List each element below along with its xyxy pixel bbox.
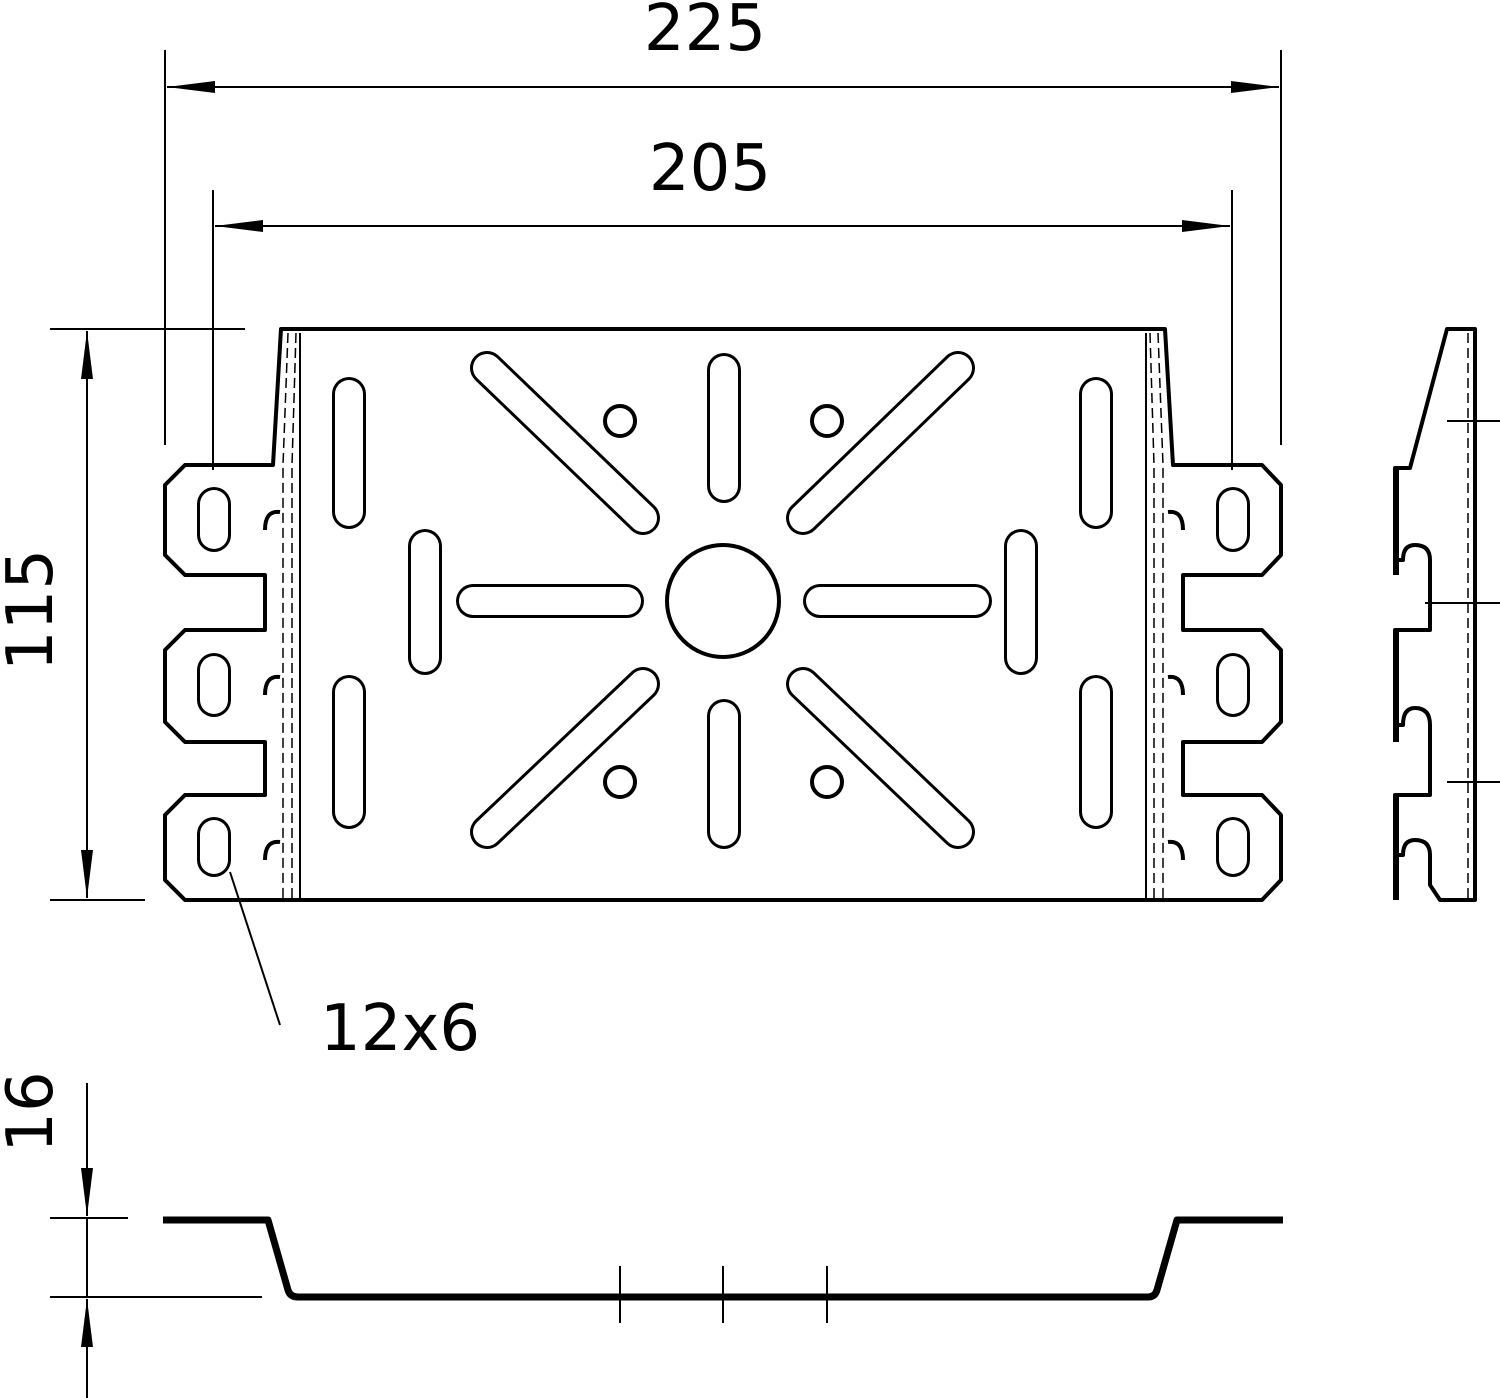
plate-profile-view [163, 1216, 1283, 1323]
slot-size-label: 12x6 [320, 992, 480, 1066]
plate-side-view [1393, 327, 1500, 902]
dimension-16: 16 [0, 1071, 262, 1398]
dimension-225-label: 225 [644, 0, 766, 66]
slots [197, 351, 1250, 877]
dimension-115-label: 115 [0, 549, 68, 671]
dimension-225: 225 [164, 0, 1282, 445]
slot-size-callout: 12x6 [229, 871, 480, 1066]
dimension-115: 115 [0, 328, 245, 901]
dimension-205: 205 [212, 132, 1233, 470]
holes [603, 404, 844, 799]
dimension-205-label: 205 [649, 132, 771, 206]
dimension-16-label: 16 [0, 1071, 68, 1152]
plate-top-view [163, 327, 1283, 902]
